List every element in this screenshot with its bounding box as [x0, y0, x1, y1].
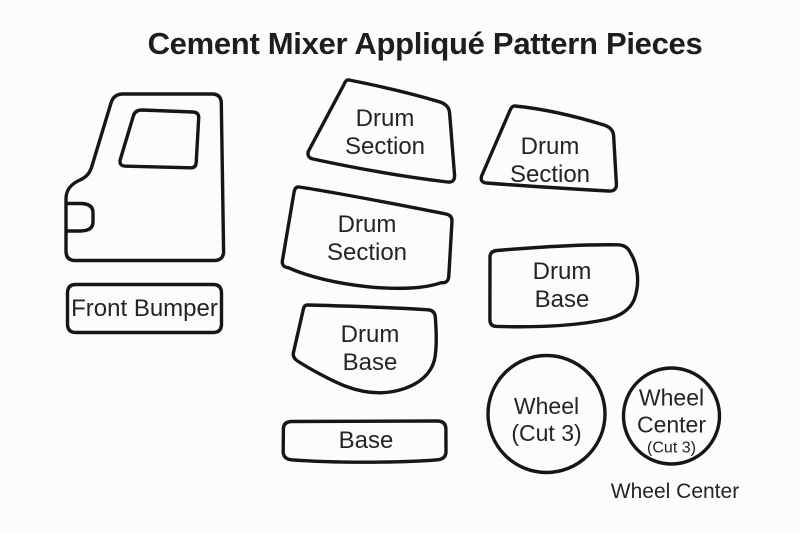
wheel-label: Wheel (Cut 3)	[511, 392, 582, 446]
wheel-shape	[486, 353, 607, 475]
drum-section-right-shape	[479, 104, 619, 193]
drum-base-right-shape	[488, 243, 640, 329]
truck-cab-shape	[64, 92, 226, 263]
drum-section-top-shape	[306, 78, 457, 184]
wheel-center-shape	[621, 366, 722, 466]
drum-base-middle-shape	[291, 303, 438, 395]
drum-section-middle-label: Drum Section	[326, 211, 408, 266]
drum-section-top-label: Drum Section	[344, 104, 426, 160]
wheel-center-label: Wheel Center (Cut 3)	[636, 384, 707, 457]
base-label: Base	[338, 427, 394, 454]
drum-base-right-label: Drum Base	[532, 258, 592, 313]
drum-section-middle-shape	[280, 185, 454, 291]
front-bumper-shape	[65, 282, 224, 335]
cab-window-shape	[118, 108, 201, 170]
front-bumper-label: Front Bumper	[71, 294, 218, 322]
base-shape	[281, 419, 448, 464]
drum-base-middle-label: Drum Base	[340, 321, 400, 376]
wheel-center-caption: Wheel Center	[610, 480, 740, 503]
page-title: Cement Mixer Appliqué Pattern Pieces	[147, 26, 703, 61]
cab-door-handle-shape	[65, 201, 95, 233]
drum-section-right-label: Drum Section	[509, 132, 591, 188]
